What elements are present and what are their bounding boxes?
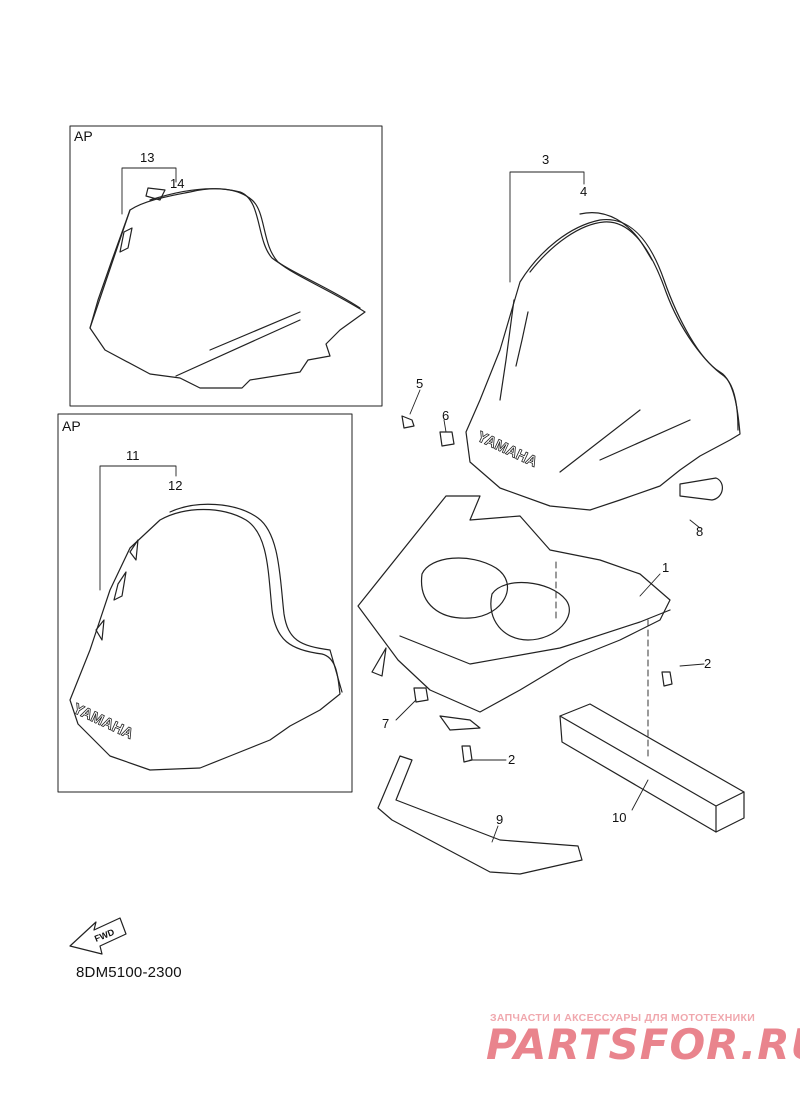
callout-10: 10 xyxy=(612,810,627,825)
nut-6 xyxy=(439,431,455,447)
callout-5: 5 xyxy=(416,376,424,391)
callout-2-right: 2 xyxy=(704,656,712,671)
windshield-3 xyxy=(465,212,741,511)
callout-13: 13 xyxy=(140,150,155,165)
watermark-brand: PARTSFOR.RU xyxy=(486,1020,800,1069)
watermark-tagline: ЗАПЧАСТИ И АКСЕССУАРЫ ДЛЯ МОТОТЕХНИКИ xyxy=(490,1012,756,1024)
diagram-code: 8DM5100-2300 xyxy=(76,964,182,981)
screw-2a xyxy=(661,671,673,687)
windshield-13 xyxy=(89,188,366,389)
bolt-7 xyxy=(413,687,429,703)
trim-4 xyxy=(579,212,653,261)
inset-top xyxy=(69,125,383,407)
callout-12: 12 xyxy=(168,478,183,493)
yamaha-label-inset: YAMAHA xyxy=(70,700,136,743)
callout-9: 9 xyxy=(496,812,504,827)
screw-5 xyxy=(401,415,415,429)
inset-bottom-label: AP xyxy=(62,418,81,434)
callout-11: 11 xyxy=(126,448,140,463)
block-10 xyxy=(559,703,745,833)
callout-4: 4 xyxy=(580,184,588,199)
fwd-arrow xyxy=(69,917,127,955)
callout-2-bottom: 2 xyxy=(508,752,516,767)
callout-3: 3 xyxy=(542,152,550,167)
cowl-1 xyxy=(357,495,671,731)
leader-lines xyxy=(99,167,705,843)
strip-9 xyxy=(377,755,583,875)
hardware xyxy=(401,415,723,763)
callout-6: 6 xyxy=(442,408,450,423)
callout-7: 7 xyxy=(382,716,390,731)
inset-bottom xyxy=(57,413,353,793)
windshield-11 xyxy=(69,508,341,771)
clip-8 xyxy=(679,477,723,501)
callout-1: 1 xyxy=(662,560,670,575)
callout-14: 14 xyxy=(170,176,185,191)
trim-14 xyxy=(145,187,166,201)
inset-top-label: AP xyxy=(74,128,93,144)
callout-8: 8 xyxy=(696,524,704,539)
yamaha-label-main: YAMAHA xyxy=(474,428,540,471)
